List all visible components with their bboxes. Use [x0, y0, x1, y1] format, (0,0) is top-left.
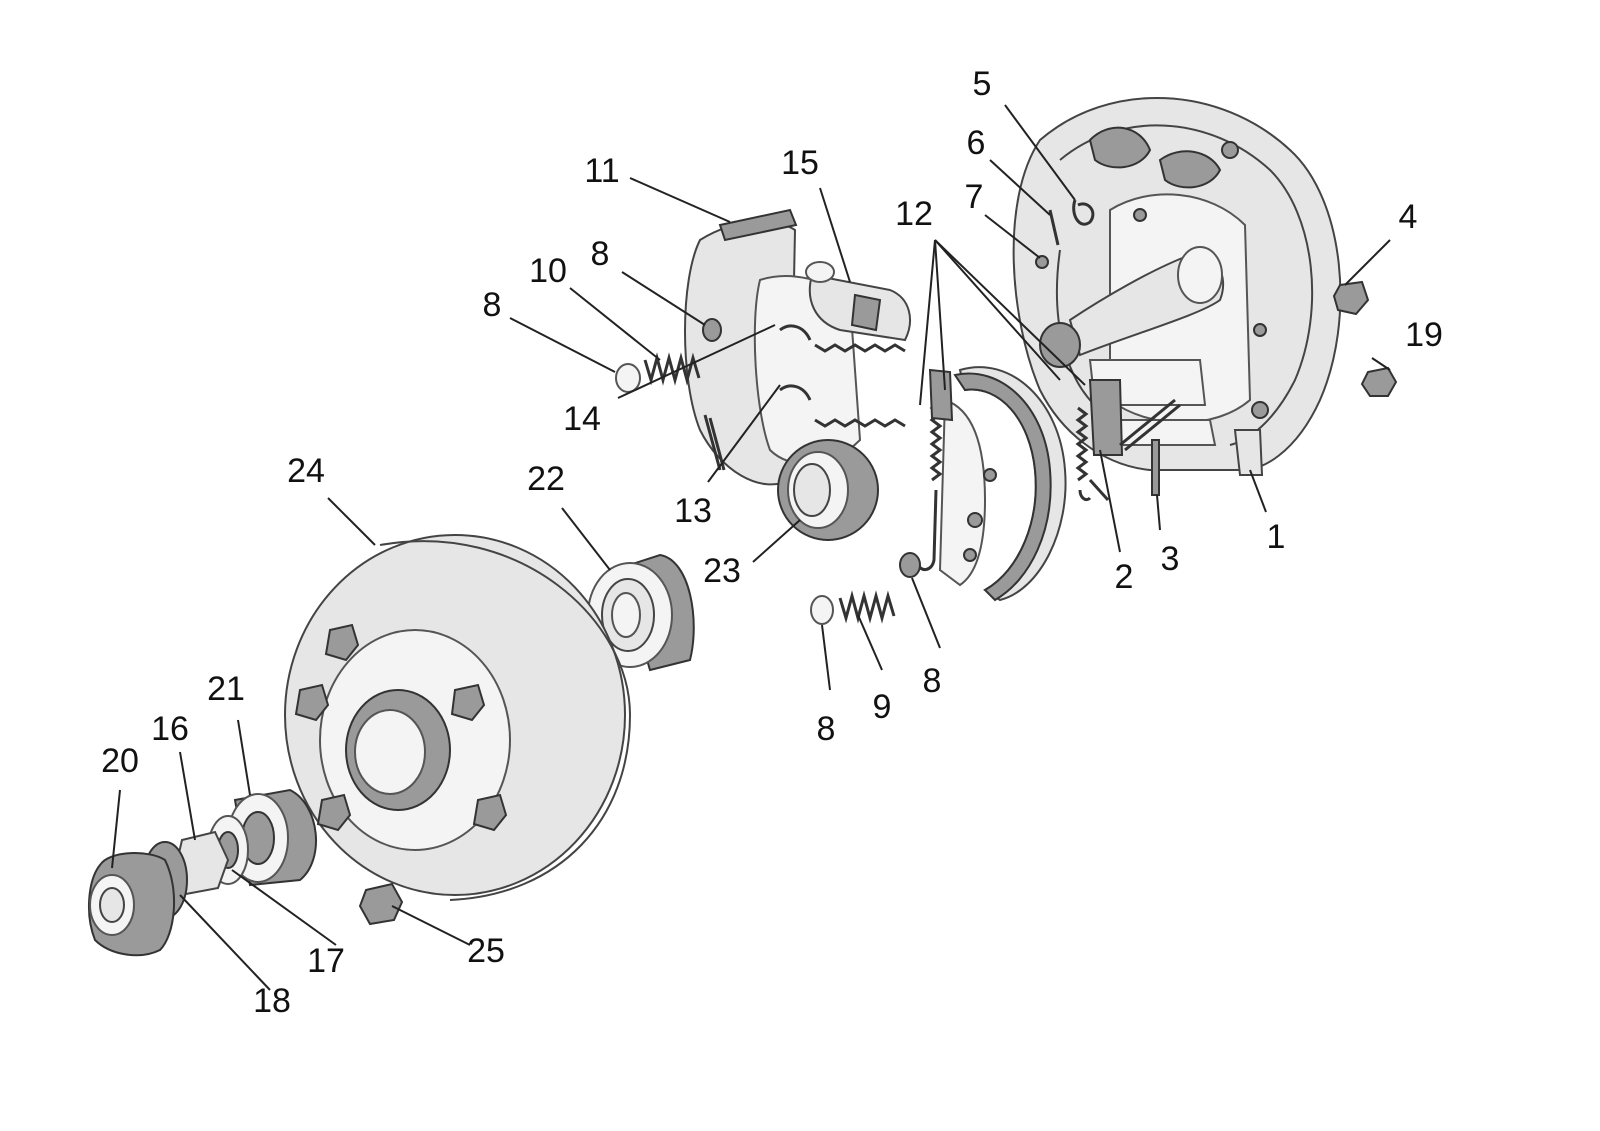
brake-shoe-right [938, 366, 1067, 602]
spring-9 [838, 590, 896, 624]
spring-12a [916, 400, 943, 571]
callout-13: 13 [674, 492, 712, 530]
wheel-cylinder-15 [805, 261, 911, 342]
callout-19: 19 [1405, 316, 1443, 354]
callout-8-lower-inner: 8 [923, 662, 942, 700]
callout-14: 14 [563, 400, 601, 438]
callout-2: 2 [1115, 558, 1134, 596]
callout-24: 24 [287, 452, 325, 490]
dust-cap-20 [87, 852, 175, 957]
callout-6: 6 [967, 124, 986, 162]
seal-23 [777, 439, 879, 541]
callout-18: 18 [253, 982, 291, 1020]
spring-10 [643, 352, 701, 386]
bolt-4 [1332, 280, 1370, 316]
callout-11: 11 [584, 152, 619, 190]
callout-4: 4 [1399, 198, 1418, 236]
callout-3: 3 [1161, 540, 1180, 578]
callout-8-left-outer: 8 [483, 286, 502, 324]
drum-hub-24 [284, 534, 632, 901]
clip-5 [1072, 199, 1095, 226]
nut-19 [1360, 366, 1398, 397]
callout-25: 25 [467, 932, 505, 970]
callout-12: 12 [895, 195, 933, 233]
pin-7 [1035, 255, 1049, 269]
callout-21: 21 [207, 670, 245, 708]
callout-23: 23 [703, 552, 741, 590]
callout-7: 7 [965, 178, 984, 216]
washer-8b [702, 318, 722, 342]
callout-22: 22 [527, 460, 565, 498]
callout-labels: 1 2 3 4 5 6 7 8 8 8 8 9 10 11 12 13 14 1… [101, 65, 1443, 1020]
callout-20: 20 [101, 742, 139, 780]
nut-25 [358, 882, 404, 926]
spring-13 [779, 384, 906, 428]
washer-8d [899, 552, 921, 578]
callout-9: 9 [873, 688, 892, 726]
brake-cam [1039, 246, 1225, 456]
spring-14 [779, 324, 906, 353]
leader-lines [111, 104, 1391, 991]
callout-8-left-inner: 8 [591, 235, 610, 273]
callout-8-lower-outer: 8 [817, 710, 836, 748]
washer-8a [615, 363, 641, 393]
washer-8c [810, 595, 834, 625]
callout-15: 15 [781, 144, 819, 182]
callout-17: 17 [307, 942, 345, 980]
callout-10: 10 [529, 252, 567, 290]
spring-12b [1075, 406, 1092, 502]
callout-16: 16 [151, 710, 189, 748]
pin-2 [1119, 398, 1181, 452]
pin-3 [1151, 439, 1160, 496]
callout-5: 5 [973, 65, 992, 103]
clip-6 [1048, 209, 1060, 246]
callout-1: 1 [1267, 518, 1286, 556]
